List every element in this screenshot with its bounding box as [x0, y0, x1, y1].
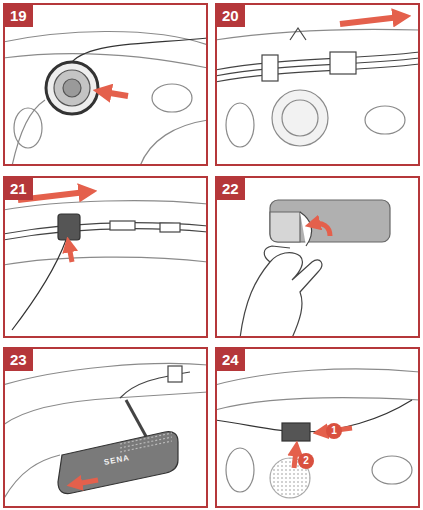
- speaker: [272, 90, 328, 146]
- helmet-padding: [3, 54, 208, 68]
- wire-clip: [330, 52, 356, 74]
- step-number: 23: [5, 349, 33, 371]
- step-art: [3, 31, 208, 166]
- helmet-padding: [3, 257, 208, 265]
- helmet-shell: [3, 455, 60, 500]
- direction-arrow: [104, 92, 128, 96]
- helmet-padding: [215, 29, 420, 40]
- wire: [3, 223, 208, 234]
- wire-clip: [262, 55, 278, 81]
- step-number: 20: [217, 5, 245, 27]
- step-art: [3, 364, 208, 500]
- release-liner: [300, 212, 312, 246]
- callout-number: 1: [326, 423, 342, 439]
- helmet-padding: [3, 201, 208, 210]
- device-ribs: [120, 433, 172, 452]
- speaker-center: [63, 79, 81, 97]
- direction-arrow: [76, 480, 98, 484]
- direction-arrow: [294, 450, 296, 468]
- step-number: 24: [217, 349, 245, 371]
- release-liner: [270, 212, 300, 242]
- helmet-hole: [14, 108, 42, 148]
- step-panel: 22: [215, 176, 420, 338]
- direction-arrow: [314, 224, 330, 237]
- helmet-hole: [226, 448, 254, 492]
- helmet-padding: [12, 100, 45, 166]
- callout-circle: 1: [326, 423, 342, 439]
- speaker-ring: [54, 70, 90, 106]
- wire: [290, 28, 306, 40]
- callout-number: 2: [298, 453, 314, 469]
- boom: [126, 400, 148, 440]
- helmet-shell: [3, 364, 208, 385]
- helmet-hole: [365, 106, 405, 134]
- adhesive-pad: [282, 423, 310, 441]
- wire: [215, 64, 420, 82]
- wire-clip: [168, 366, 182, 382]
- connector: [160, 223, 180, 232]
- direction-arrow: [69, 246, 72, 262]
- helmet-hole: [152, 84, 192, 112]
- helmet-padding: [215, 398, 420, 410]
- step-number: 22: [217, 178, 245, 200]
- helmet-hole: [372, 456, 412, 484]
- step-number: 19: [5, 5, 33, 27]
- step-panel: 23: [3, 347, 208, 508]
- step-panel: 24 12: [215, 347, 420, 508]
- wire-clip: [58, 214, 80, 240]
- adhesive-pad: [270, 200, 390, 242]
- step-art: [215, 369, 420, 498]
- device-body: [58, 432, 178, 494]
- helmet-padding: [140, 120, 208, 166]
- connector: [110, 221, 135, 230]
- hand: [264, 246, 290, 262]
- helmet-shell: [215, 369, 420, 385]
- step-art: [215, 17, 420, 147]
- step-panel: 20: [215, 3, 420, 166]
- helmet-padding: [3, 392, 208, 425]
- step-art: [3, 192, 208, 330]
- speaker: [46, 62, 98, 114]
- callout-circle: 2: [298, 453, 314, 469]
- hand: [240, 253, 322, 338]
- step-panel: 21: [3, 176, 208, 338]
- step-art: [240, 200, 390, 338]
- wire: [215, 400, 412, 432]
- step-number: 21: [5, 178, 33, 200]
- step-panel: 19: [3, 3, 208, 166]
- wire: [72, 38, 208, 62]
- helmet-hole: [226, 103, 254, 147]
- brand-label: SENA: [103, 453, 130, 467]
- wire: [12, 240, 66, 330]
- speaker-ring: [282, 100, 318, 136]
- direction-arrow: [340, 17, 400, 24]
- helmet-shell: [3, 31, 208, 45]
